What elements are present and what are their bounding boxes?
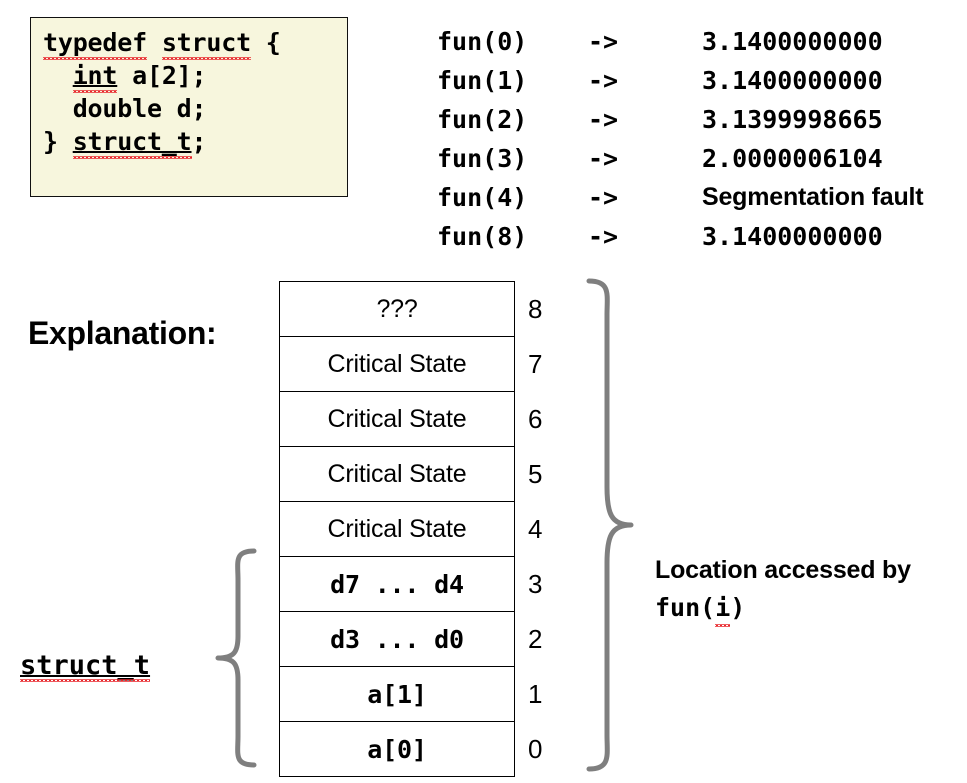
memory-row-index: 7 — [528, 349, 543, 379]
memory-row: Critical State 4 — [280, 502, 542, 557]
code-token: struct — [161, 28, 251, 60]
memory-row-index: 6 — [528, 404, 543, 434]
arrow-icon: -> — [588, 183, 619, 212]
fun-call-label: fun(1) — [437, 66, 528, 95]
memory-cell-label: a[0] — [367, 734, 427, 764]
memory-row-index: 5 — [528, 459, 543, 489]
arrow-icon: -> — [588, 105, 619, 134]
code-token: a[2]; — [117, 61, 207, 90]
fun-result-value: 3.1400000000 — [702, 66, 883, 95]
memory-row-index: 2 — [528, 624, 543, 654]
fun-call-prefix: fun( — [655, 593, 716, 622]
location-annotation-line2: fun(i) — [655, 589, 965, 627]
fun-call-label: fun(8) — [437, 222, 528, 251]
code-token — [147, 28, 162, 57]
right-brace-icon — [586, 278, 634, 772]
code-token — [43, 61, 73, 90]
code-token: { — [250, 28, 281, 57]
fun-result-value: 3.1399998665 — [702, 105, 883, 134]
fun-call-argument: i — [715, 589, 731, 627]
code-line: } struct_t; — [43, 125, 281, 159]
memory-cell-label: ??? — [376, 294, 418, 323]
code-token: int — [72, 61, 118, 93]
struct-type-label-text: struct_t — [20, 650, 151, 682]
arrow-icon: -> — [588, 27, 619, 56]
fun-result-error: Segmentation fault — [702, 183, 924, 211]
memory-cell-label: a[1] — [367, 679, 427, 709]
fun-output-row: fun(8) -> 3.1400000000 — [437, 217, 962, 256]
fun-output-row: fun(4) -> Segmentation fault — [437, 178, 962, 217]
arrow-icon: -> — [588, 222, 619, 251]
fun-call-label: fun(0) — [437, 27, 528, 56]
memory-row: Critical State 5 — [280, 447, 542, 502]
fun-output-row: fun(2) -> 3.1399998665 — [437, 100, 962, 139]
memory-row-index: 1 — [528, 679, 543, 709]
memory-cell-label: d7 ... d4 — [330, 569, 464, 599]
fun-result-value: 2.0000006104 — [702, 144, 883, 173]
memory-cell-label: Critical State — [327, 349, 467, 378]
arrow-icon: -> — [588, 66, 619, 95]
fun-result-value: 3.1400000000 — [702, 27, 883, 56]
explanation-label: Explanation: — [28, 315, 217, 351]
memory-cell-label: Critical State — [327, 514, 467, 543]
fun-output-row: fun(1) -> 3.1400000000 — [437, 61, 962, 100]
fun-output-row: fun(3) -> 2.0000006104 — [437, 139, 962, 178]
struct-type-label: struct_t — [20, 650, 151, 682]
memory-row-index: 3 — [528, 569, 543, 599]
code-token: ; — [191, 127, 207, 156]
code-token: struct_t — [72, 127, 192, 159]
code-snippet-box: typedef struct { int a[2]; double d;} st… — [30, 17, 348, 197]
code-token: typedef — [43, 28, 147, 60]
code-listing: typedef struct { int a[2]; double d;} st… — [43, 26, 281, 159]
memory-row: d3 ... d0 2 — [280, 612, 542, 667]
memory-row: d7 ... d4 3 — [280, 557, 542, 612]
memory-row: a[1] 1 — [280, 667, 542, 722]
code-token: double d; — [43, 94, 207, 123]
memory-row-index: 0 — [528, 734, 543, 764]
left-brace-icon — [215, 548, 257, 768]
code-line: typedef struct { — [43, 26, 281, 60]
code-line: double d; — [43, 92, 281, 125]
location-annotation-line1: Location accessed by — [655, 556, 911, 584]
memory-row: Critical State 6 — [280, 392, 542, 447]
fun-output-list: fun(0) -> 3.1400000000 fun(1) -> 3.1400000000… — [437, 22, 962, 256]
memory-cell-label: Critical State — [327, 459, 467, 488]
location-annotation: Location accessed by fun(i) — [655, 552, 965, 627]
code-line: int a[2]; — [43, 59, 281, 93]
fun-call-label: fun(4) — [437, 183, 528, 212]
memory-cell-label: Critical State — [327, 404, 467, 433]
fun-call-label: fun(3) — [437, 144, 528, 173]
memory-cell-label: d3 ... d0 — [330, 624, 464, 654]
fun-result-value: 3.1400000000 — [702, 222, 883, 251]
memory-row-index: 4 — [528, 514, 543, 544]
arrow-icon: -> — [588, 144, 619, 173]
fun-output-row: fun(0) -> 3.1400000000 — [437, 22, 962, 61]
memory-row: ??? 8 — [280, 282, 542, 337]
memory-row-index: 8 — [528, 294, 543, 324]
fun-call-suffix: ) — [730, 593, 746, 622]
memory-row: Critical State 7 — [280, 337, 542, 392]
fun-call-label: fun(2) — [437, 105, 528, 134]
code-token: } — [43, 127, 73, 156]
memory-row: a[0] 0 — [280, 722, 542, 777]
